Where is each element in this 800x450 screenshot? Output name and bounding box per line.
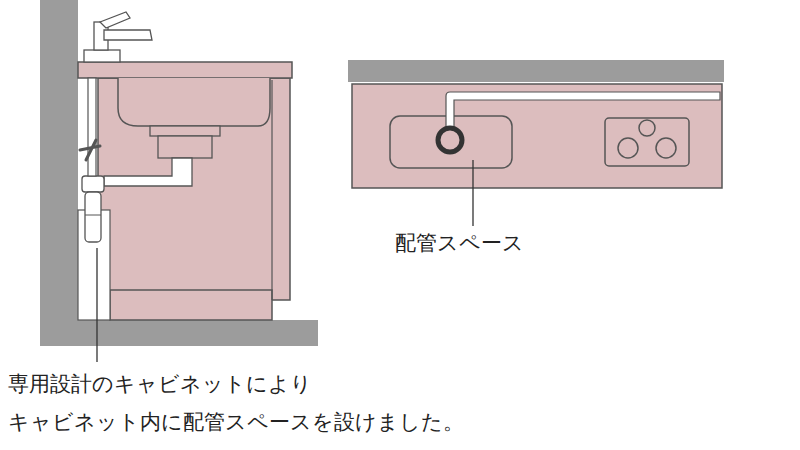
pipe-space-label: 配管スペース xyxy=(395,231,524,256)
caption-line: 専用設計のキャビネットにより xyxy=(8,372,312,397)
caption-line: キャビネット内に配管スペースを設けました。 xyxy=(8,410,464,435)
